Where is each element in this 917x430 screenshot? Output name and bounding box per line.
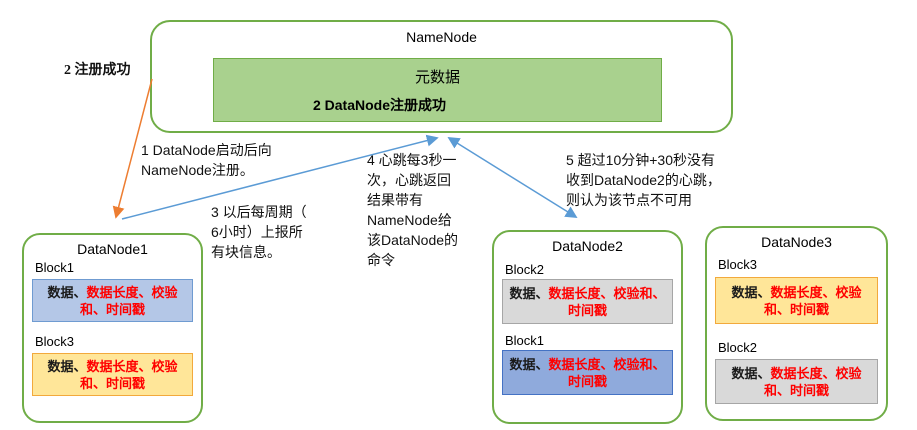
block-data-box: 数据、数据长度、校验和、时间戳 — [715, 359, 878, 404]
block-data-box: 数据、数据长度、校验和、时间戳 — [32, 353, 193, 396]
datanode2-box: DataNode2 Block2 数据、数据长度、校验和、时间戳 Block1 … — [492, 230, 683, 424]
annotation-3-block-report: 3 以后每周期（ 6小时）上报所 有块信息。 — [211, 204, 307, 260]
block-data-text: 数据、 — [47, 358, 87, 374]
block-label: Block2 — [505, 262, 545, 277]
namenode-box: NameNode 元数据 2 DataNode注册成功 — [150, 20, 733, 133]
metadata-box: 元数据 2 DataNode注册成功 — [213, 58, 662, 122]
datanode3-title: DataNode3 — [761, 234, 832, 250]
block-data-text: 数据、 — [509, 285, 549, 301]
datanode2-title: DataNode2 — [552, 238, 623, 254]
block-data-box: 数据、数据长度、校验和、时间戳 — [502, 350, 673, 395]
block-data-box: 数据、数据长度、校验和、时间戳 — [502, 279, 673, 324]
block-meta-text: 数据长度、校验和、时间戳 — [79, 358, 178, 391]
datanode1-box: DataNode1 Block1 数据、数据长度、校验和、时间戳 Block3 … — [22, 233, 203, 423]
metadata-label: 元数据 — [414, 70, 460, 86]
datanode3-box: DataNode3 Block3 数据、数据长度、校验和、时间戳 Block2 … — [705, 226, 888, 421]
block-label: Block1 — [35, 260, 75, 275]
block-data-text: 数据、 — [731, 365, 771, 381]
block-data-text: 数据、 — [509, 356, 549, 372]
annotation-4-heartbeat: 4 心跳每3秒一 次，心跳返回 结果带有 NameNode给 该DataNode… — [367, 152, 459, 268]
annotation-2-register-ok: 2 注册成功 — [64, 63, 131, 78]
block-meta-text: 数据长度、校验和、时间戳 — [79, 284, 178, 317]
block-label: Block3 — [35, 334, 75, 349]
annotation-1-datanode-register: 1 DataNode启动后向 NameNode注册。 — [141, 142, 272, 178]
block-label: Block2 — [718, 340, 758, 355]
block-meta-text: 数据长度、校验和、时间戳 — [548, 356, 666, 389]
block-label: Block3 — [718, 257, 758, 272]
datanode1-title: DataNode1 — [77, 241, 148, 257]
annotation-5-timeout: 5 超过10分钟+30秒没有 收到DataNode2的心跳， 则认为该节点不可用 — [566, 152, 721, 208]
block-data-text: 数据、 — [731, 284, 771, 300]
block-label: Block1 — [505, 333, 545, 348]
block-meta-text: 数据长度、校验和、时间戳 — [548, 285, 666, 318]
register-success-label: 2 DataNode注册成功 — [312, 97, 447, 113]
block-data-box: 数据、数据长度、校验和、时间戳 — [32, 279, 193, 322]
block-meta-text: 数据长度、校验和、时间戳 — [763, 284, 862, 317]
block-data-text: 数据、 — [47, 284, 87, 300]
block-meta-text: 数据长度、校验和、时间戳 — [763, 365, 862, 398]
namenode-title: NameNode — [406, 29, 477, 45]
block-data-box: 数据、数据长度、校验和、时间戳 — [715, 277, 878, 324]
